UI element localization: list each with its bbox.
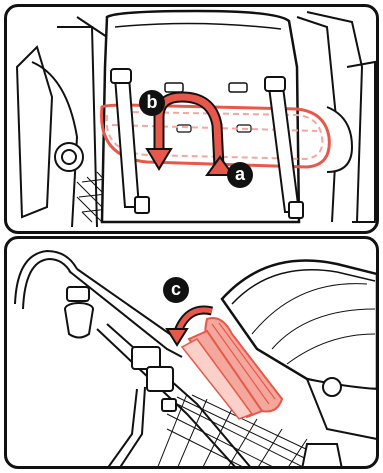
cup-holder [65, 303, 93, 338]
step-badge-c: c [163, 277, 189, 303]
stroller-seat-back-illustration [7, 7, 379, 234]
step-badge-b: b [139, 90, 165, 116]
step-badge-a: a [227, 162, 253, 188]
stroller-side-illustration [7, 239, 379, 469]
step-panel-strap: b a [4, 4, 379, 234]
step-panel-fold: c [4, 236, 379, 469]
handlebar [15, 251, 182, 357]
